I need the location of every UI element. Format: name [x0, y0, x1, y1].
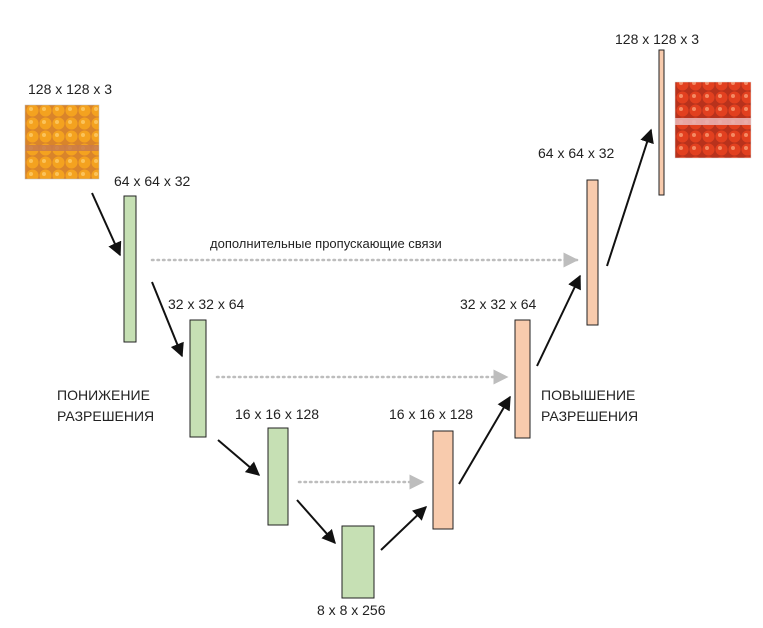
- encoder-block-64: [123, 195, 137, 343]
- encoder-block-16: [267, 427, 289, 526]
- decoder-block-32: [514, 319, 531, 439]
- arrow-dec1-to-dec2: [458, 395, 511, 485]
- arrow-bottleneck-to-dec1: [380, 506, 428, 551]
- enc2-size-label: 32 x 32 x 64: [168, 296, 244, 312]
- downsampling-caption-line2: РАЗРЕШЕНИЯ: [57, 408, 154, 424]
- arrow-enc3-to-bottleneck: [296, 499, 336, 545]
- decoder-block-64: [586, 179, 599, 326]
- arrow-enc1-to-enc2: [151, 281, 184, 358]
- bottleneck-size-label: 8 x 8 x 256: [317, 602, 386, 618]
- output-image: [674, 81, 752, 159]
- downsampling-caption-line1: ПОНИЖЕНИЕ: [57, 387, 150, 403]
- upsampling-caption-line1: ПОВЫШЕНИЕ: [541, 387, 635, 403]
- dec3-size-label: 64 x 64 x 32: [538, 145, 614, 161]
- output-size-label: 128 x 128 x 3: [615, 31, 699, 47]
- dec2-size-label: 32 x 32 x 64: [460, 296, 536, 312]
- encoder-block-32: [189, 319, 207, 438]
- enc3-size-label: 16 x 16 x 128: [235, 406, 319, 422]
- skip-connections-caption: дополнительные пропускающие связи: [210, 236, 442, 251]
- input-size-label: 128 x 128 x 3: [28, 81, 112, 97]
- dec1-size-label: 16 x 16 x 128: [389, 406, 473, 422]
- arrow-enc2-to-enc3: [217, 439, 261, 476]
- bottleneck-block: [341, 525, 375, 599]
- arrow-input-to-enc1: [91, 192, 122, 257]
- enc1-size-label: 64 x 64 x 32: [114, 173, 190, 189]
- output-block-128: [658, 49, 665, 196]
- arrow-dec3-to-output: [606, 128, 654, 267]
- arrow-dec2-to-dec3: [536, 274, 581, 367]
- input-image: [24, 104, 100, 180]
- decoder-block-16: [432, 430, 454, 530]
- upsampling-caption-line2: РАЗРЕШЕНИЯ: [541, 408, 638, 424]
